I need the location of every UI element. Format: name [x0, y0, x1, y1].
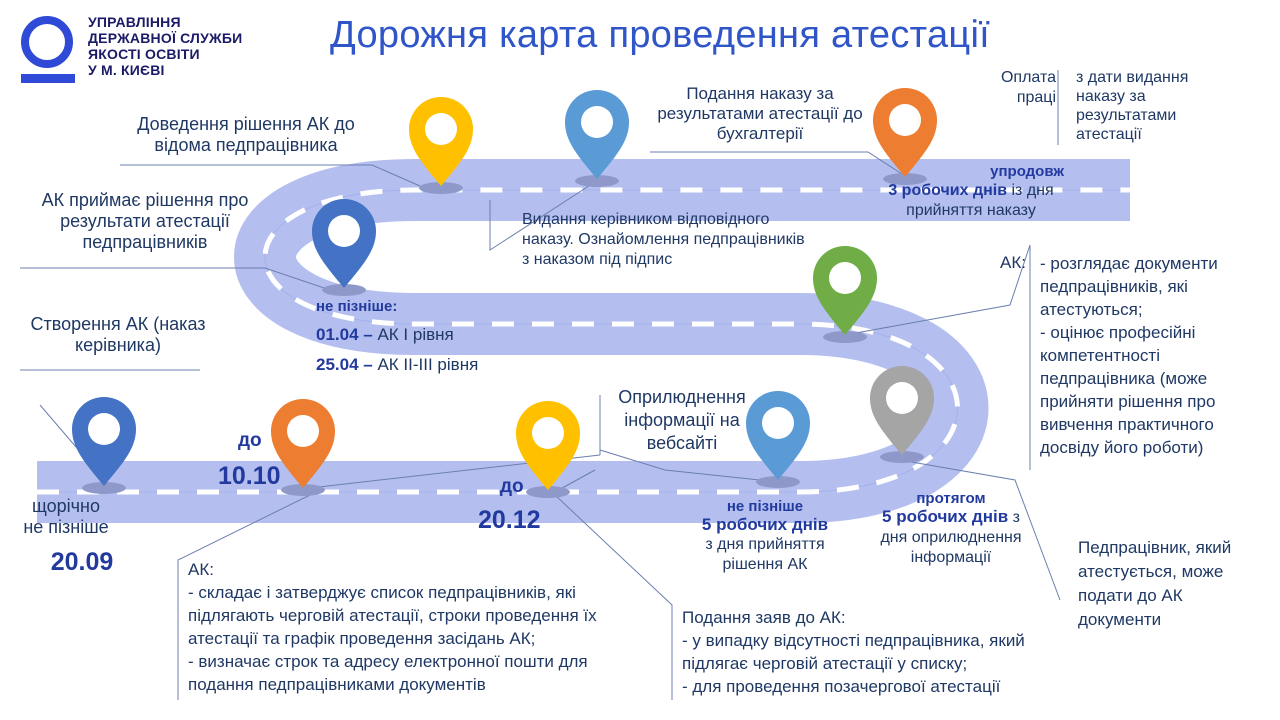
documents-rest-2: дня оприлюднення інформації [880, 529, 1022, 566]
applications-when: до [500, 476, 524, 497]
pin-creation [72, 397, 136, 494]
review-item: - розглядає документи педпрацівників, як… [1040, 254, 1218, 319]
decision-date-2-row: 25.04 – АК ІІ-ІІІ рівня [316, 354, 478, 375]
decision-date-1-rest: АК І рівня [377, 325, 454, 344]
publication-when: не пізніше 5 робочих днів з дня прийнятт… [680, 498, 850, 575]
pin-applications [516, 401, 580, 498]
documents-when-1: протягом [916, 490, 986, 507]
pin-decision [312, 199, 376, 296]
applications-item: - для проведення позачергової атестації [682, 677, 1001, 696]
ak-list-head: АК: [188, 560, 214, 579]
documents-label: Педпрацівник, який атестується, може под… [1078, 538, 1232, 629]
org-line: ЯКОСТІ ОСВІТИ [88, 46, 200, 62]
pin-inform [409, 97, 473, 194]
applications-head: Подання заяв до АК: [682, 608, 846, 627]
publication-label: Оприлюднення інформації на вебсайті [618, 387, 746, 453]
org-line: УПРАВЛІННЯ [88, 14, 181, 30]
ak-list-item: - складає і затверджує список педпрацівн… [188, 583, 597, 648]
publication-rest: з дня прийняття рішення АК [705, 536, 825, 573]
review-item: - оцінює професійні компетентності педпр… [1040, 323, 1216, 457]
documents-when: протягом 5 робочих днів з дня оприлюднен… [866, 490, 1036, 568]
ak-list-item: - визначає строк та адресу електронної п… [188, 652, 588, 694]
org-line: ДЕРЖАВНОЇ СЛУЖБИ [88, 30, 243, 46]
creation-date: 20.09 [50, 548, 114, 576]
decision-date-1-row: 01.04 – АК І рівня [316, 324, 454, 345]
org-name: УПРАВЛІННЯ ДЕРЖАВНОЇ СЛУЖБИ ЯКОСТІ ОСВІТ… [88, 14, 242, 78]
pin-order [565, 90, 629, 187]
review-box: - розглядає документи педпрацівників, як… [1040, 252, 1268, 459]
documents-days: 5 робочих днів [882, 507, 1009, 526]
inform-label: Доведення рішення АК до відома педпраців… [137, 114, 355, 155]
decision-date-1: 01.04 – [316, 325, 373, 344]
ak-list-when: до [238, 430, 262, 451]
applications-box: Подання заяв до АК: - у випадку відсутно… [682, 606, 1082, 698]
publication-days: 5 робочих днів [701, 515, 829, 534]
decision-date-2: 25.04 – [316, 355, 373, 374]
applications-date: 20.12 [478, 506, 541, 534]
payment-detail: з дати видання наказу за результатами ат… [1076, 69, 1189, 143]
pin-review [813, 246, 877, 343]
order-label: Видання керівником відповідного наказу. … [522, 211, 805, 268]
pin-ak-list [271, 399, 335, 496]
creation-when: щорічно не пізніше [14, 496, 118, 538]
accounting-when-1: упродовж [990, 163, 1064, 180]
decision-label: АК приймає рішення про результати атеста… [41, 190, 249, 252]
accounting-when: упродовж 3 робочих днів із дня прийняття… [866, 163, 1076, 221]
decision-date-2-rest: АК ІІ-ІІІ рівня [377, 355, 479, 374]
accounting-rest-2: прийняття наказу [906, 202, 1036, 219]
org-line: У М. КИЄВІ [88, 62, 165, 78]
payment-label: Оплата праці [1000, 69, 1056, 106]
page-title: Дорожня карта проведення атестації [330, 14, 991, 56]
pin-accounting [873, 88, 937, 185]
ak-list-box: АК: - складає і затверджує список педпра… [188, 558, 648, 696]
applications-item: - у випадку відсутності педпрацівника, я… [682, 631, 1025, 673]
road-dashes [37, 187, 1130, 495]
creation-when-1: щорічно [32, 496, 100, 516]
accounting-label: Подання наказу за результатами атестації… [657, 84, 863, 143]
ak-list-date: 10.10 [218, 462, 281, 490]
pin-publication [746, 391, 810, 488]
connector-lines [20, 70, 1061, 700]
pin-documents [870, 366, 934, 463]
decision-when: не пізніше: [316, 298, 398, 315]
logo-icon [21, 16, 75, 83]
accounting-rest-1: із дня [1011, 182, 1054, 199]
review-head: АК: [1000, 253, 1026, 272]
creation-when-2: не пізніше [23, 517, 109, 537]
publication-when-1: не пізніше [726, 498, 804, 515]
creation-label: Створення АК (наказ керівника) [30, 314, 206, 355]
accounting-days: 3 робочих днів [888, 182, 1008, 199]
documents-rest-1: з [1012, 509, 1020, 526]
